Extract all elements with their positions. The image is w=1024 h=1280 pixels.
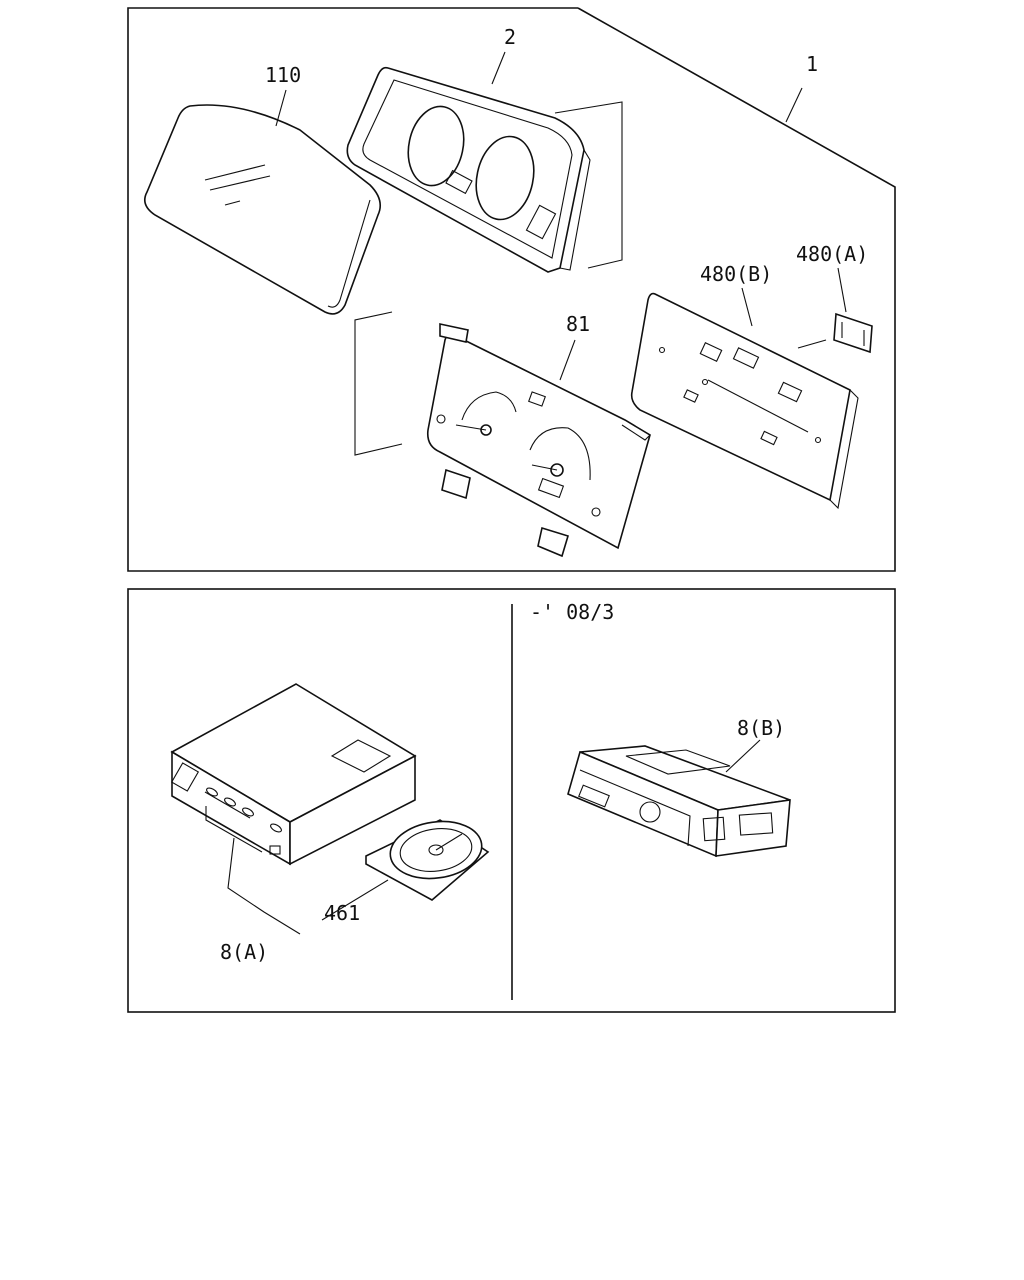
callout-bezel: 2	[504, 25, 516, 49]
disc-tray-part	[365, 819, 490, 901]
callout-radio-unit: 8(B)	[737, 716, 785, 740]
callout-circuit-board: 480(B)	[700, 262, 772, 286]
leader-cd-unit	[227, 837, 301, 935]
bezel-bracket	[554, 101, 623, 269]
leader-disc-tray	[321, 879, 389, 921]
leader-bezel	[491, 51, 506, 85]
date-note: -' 08/3	[530, 600, 614, 624]
top-panel-frame	[127, 7, 896, 572]
callout-gauge-dial: 81	[566, 312, 590, 336]
leader-assembly	[785, 87, 803, 123]
bezel-part	[346, 66, 591, 273]
top-panel: 1 2 110 81 480(B) 480(A)	[127, 7, 896, 572]
leader-board	[741, 287, 753, 327]
callout-disc-tray: 461	[324, 901, 360, 925]
callout-cd-unit: 8(A)	[220, 940, 268, 964]
bottom-panel-frame	[127, 588, 896, 1013]
leader-connector	[837, 267, 847, 313]
callout-lens: 110	[265, 63, 301, 87]
dial-bracket	[354, 311, 403, 456]
cd-unit-part	[170, 683, 417, 866]
leader-lens	[275, 89, 287, 127]
gauge-dial-part	[426, 323, 651, 558]
radio-unit-part	[567, 745, 791, 858]
circuit-board-part	[630, 292, 859, 510]
callout-assembly: 1	[806, 52, 818, 76]
leader-dial	[559, 339, 576, 381]
connector-part	[833, 312, 873, 354]
bottom-panel: 8(A) 461 -' 08/3 8(B)	[127, 588, 896, 1013]
lens-part	[144, 104, 381, 315]
callout-connector: 480(A)	[796, 242, 868, 266]
leader-radio-unit	[725, 739, 761, 773]
leader-board-connector	[797, 339, 827, 349]
